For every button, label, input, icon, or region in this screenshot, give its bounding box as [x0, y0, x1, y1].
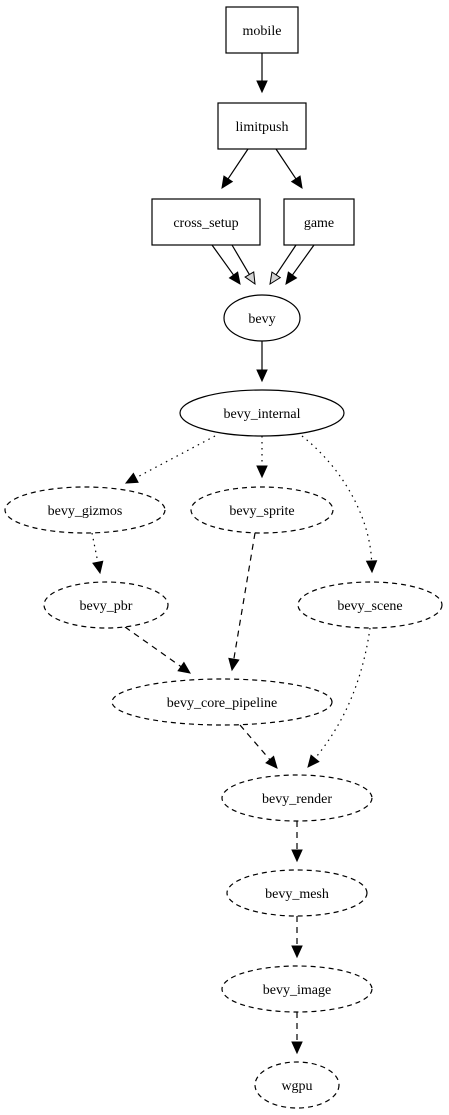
edge-bevy_internal-to-bevy_scene: [301, 435, 378, 574]
edge-line: [275, 148, 297, 180]
edge-game-to-bevy: [285, 244, 315, 285]
node-box: [151, 198, 261, 246]
filled-arrowhead: [291, 945, 303, 959]
edge-bevy_core_pipeline-to-bevy_render: [239, 724, 278, 769]
node-ellipse: [254, 1061, 340, 1109]
node-ellipse: [111, 678, 333, 726]
filled-arrowhead: [221, 175, 234, 190]
node-bevy-sprite: bevy_sprite: [190, 486, 334, 534]
node-ellipse: [223, 294, 301, 342]
node-label: bevy_mesh: [265, 887, 329, 902]
edge-line: [301, 435, 373, 562]
edge-bevy_scene-to-bevy_render: [307, 627, 371, 768]
edge-line: [275, 244, 297, 276]
edge-line: [231, 244, 250, 275]
hollow-arrowhead: [269, 271, 282, 286]
node-label: bevy_image: [263, 983, 331, 998]
node-label: bevy_internal: [224, 407, 301, 422]
edge-game-to-bevy: [269, 244, 297, 286]
edge-line: [239, 724, 271, 761]
node-game: game: [283, 198, 355, 246]
node-cross-setup: cross_setup: [151, 198, 261, 246]
node-label: game: [304, 216, 334, 231]
edge-bevy_pbr-to-bevy_core_pipeline: [124, 626, 191, 674]
edge-line: [135, 435, 216, 479]
edge-mobile-to-limitpush: [256, 53, 268, 94]
edge-bevy_sprite-to-bevy_core_pipeline: [228, 532, 256, 672]
filled-arrowhead: [228, 657, 240, 672]
node-label: bevy_pbr: [80, 599, 133, 614]
node-label: cross_setup: [173, 216, 238, 231]
filled-arrowhead: [177, 661, 191, 674]
node-label: bevy_render: [262, 792, 332, 807]
node-box: [283, 198, 355, 246]
node-bevy-render: bevy_render: [221, 774, 373, 822]
edge-cross_setup-to-bevy: [231, 244, 256, 286]
filled-arrowhead: [256, 369, 268, 383]
edge-bevy_image-to-wgpu: [291, 1012, 303, 1055]
filled-arrowhead: [307, 754, 320, 768]
node-bevy-core-pipeline: bevy_core_pipeline: [111, 678, 333, 726]
edge-bevy_gizmos-to-bevy_pbr: [91, 532, 104, 575]
filled-arrowhead: [291, 1041, 303, 1055]
node-label: bevy_scene: [337, 599, 402, 614]
node-ellipse: [43, 581, 169, 629]
edge-line: [227, 148, 249, 180]
edges-layer: [91, 53, 378, 1055]
filled-arrowhead: [256, 465, 268, 479]
edge-line: [233, 532, 256, 660]
edge-line: [291, 244, 315, 276]
node-bevy-mesh: bevy_mesh: [226, 869, 368, 917]
edge-bevy_internal-to-bevy_gizmos: [124, 435, 216, 484]
node-wgpu: wgpu: [254, 1061, 340, 1109]
edge-line: [91, 532, 99, 563]
node-bevy-image: bevy_image: [221, 965, 373, 1013]
node-label: bevy_sprite: [229, 504, 294, 519]
node-label: limitpush: [236, 120, 289, 135]
node-ellipse: [190, 486, 334, 534]
node-box: [225, 6, 299, 54]
node-label: bevy_gizmos: [48, 504, 123, 519]
hollow-arrowhead: [244, 271, 256, 286]
edge-bevy_mesh-to-bevy_image: [291, 916, 303, 959]
filled-arrowhead: [92, 560, 104, 575]
edge-line: [124, 626, 182, 668]
edge-line: [211, 244, 235, 276]
node-bevy-scene: bevy_scene: [297, 581, 443, 629]
node-ellipse: [297, 581, 443, 629]
node-ellipse: [179, 389, 345, 437]
edge-bevy-to-bevy_internal: [256, 341, 268, 383]
node-label: wgpu: [281, 1079, 312, 1094]
filled-arrowhead: [291, 849, 303, 863]
filled-arrowhead: [228, 271, 241, 285]
edge-bevy_render-to-bevy_mesh: [291, 821, 303, 863]
filled-arrowhead: [265, 755, 278, 769]
filled-arrowhead: [285, 271, 298, 285]
edge-bevy_internal-to-bevy_sprite: [256, 436, 268, 479]
node-limitpush: limitpush: [217, 102, 307, 150]
node-ellipse: [221, 965, 373, 1013]
filled-arrowhead: [365, 560, 378, 574]
node-label: bevy: [248, 312, 275, 327]
filled-arrowhead: [124, 472, 139, 484]
node-bevy-internal: bevy_internal: [179, 389, 345, 437]
node-ellipse: [226, 869, 368, 917]
node-ellipse: [221, 774, 373, 822]
node-bevy-gizmos: bevy_gizmos: [4, 486, 166, 534]
node-box: [217, 102, 307, 150]
edge-cross_setup-to-bevy: [211, 244, 241, 285]
edge-limitpush-to-game: [275, 148, 303, 190]
node-label: mobile: [243, 24, 282, 39]
node-ellipse: [4, 486, 166, 534]
node-bevy: bevy: [223, 294, 301, 342]
filled-arrowhead: [256, 80, 268, 94]
node-label: bevy_core_pipeline: [167, 696, 277, 711]
node-bevy-pbr: bevy_pbr: [43, 581, 169, 629]
node-mobile: mobile: [225, 6, 299, 54]
nodes-layer: mobile limitpush cross_setup game bevy bevy_i…: [4, 6, 443, 1109]
filled-arrowhead: [290, 175, 303, 190]
edge-limitpush-to-cross_setup: [221, 148, 249, 190]
